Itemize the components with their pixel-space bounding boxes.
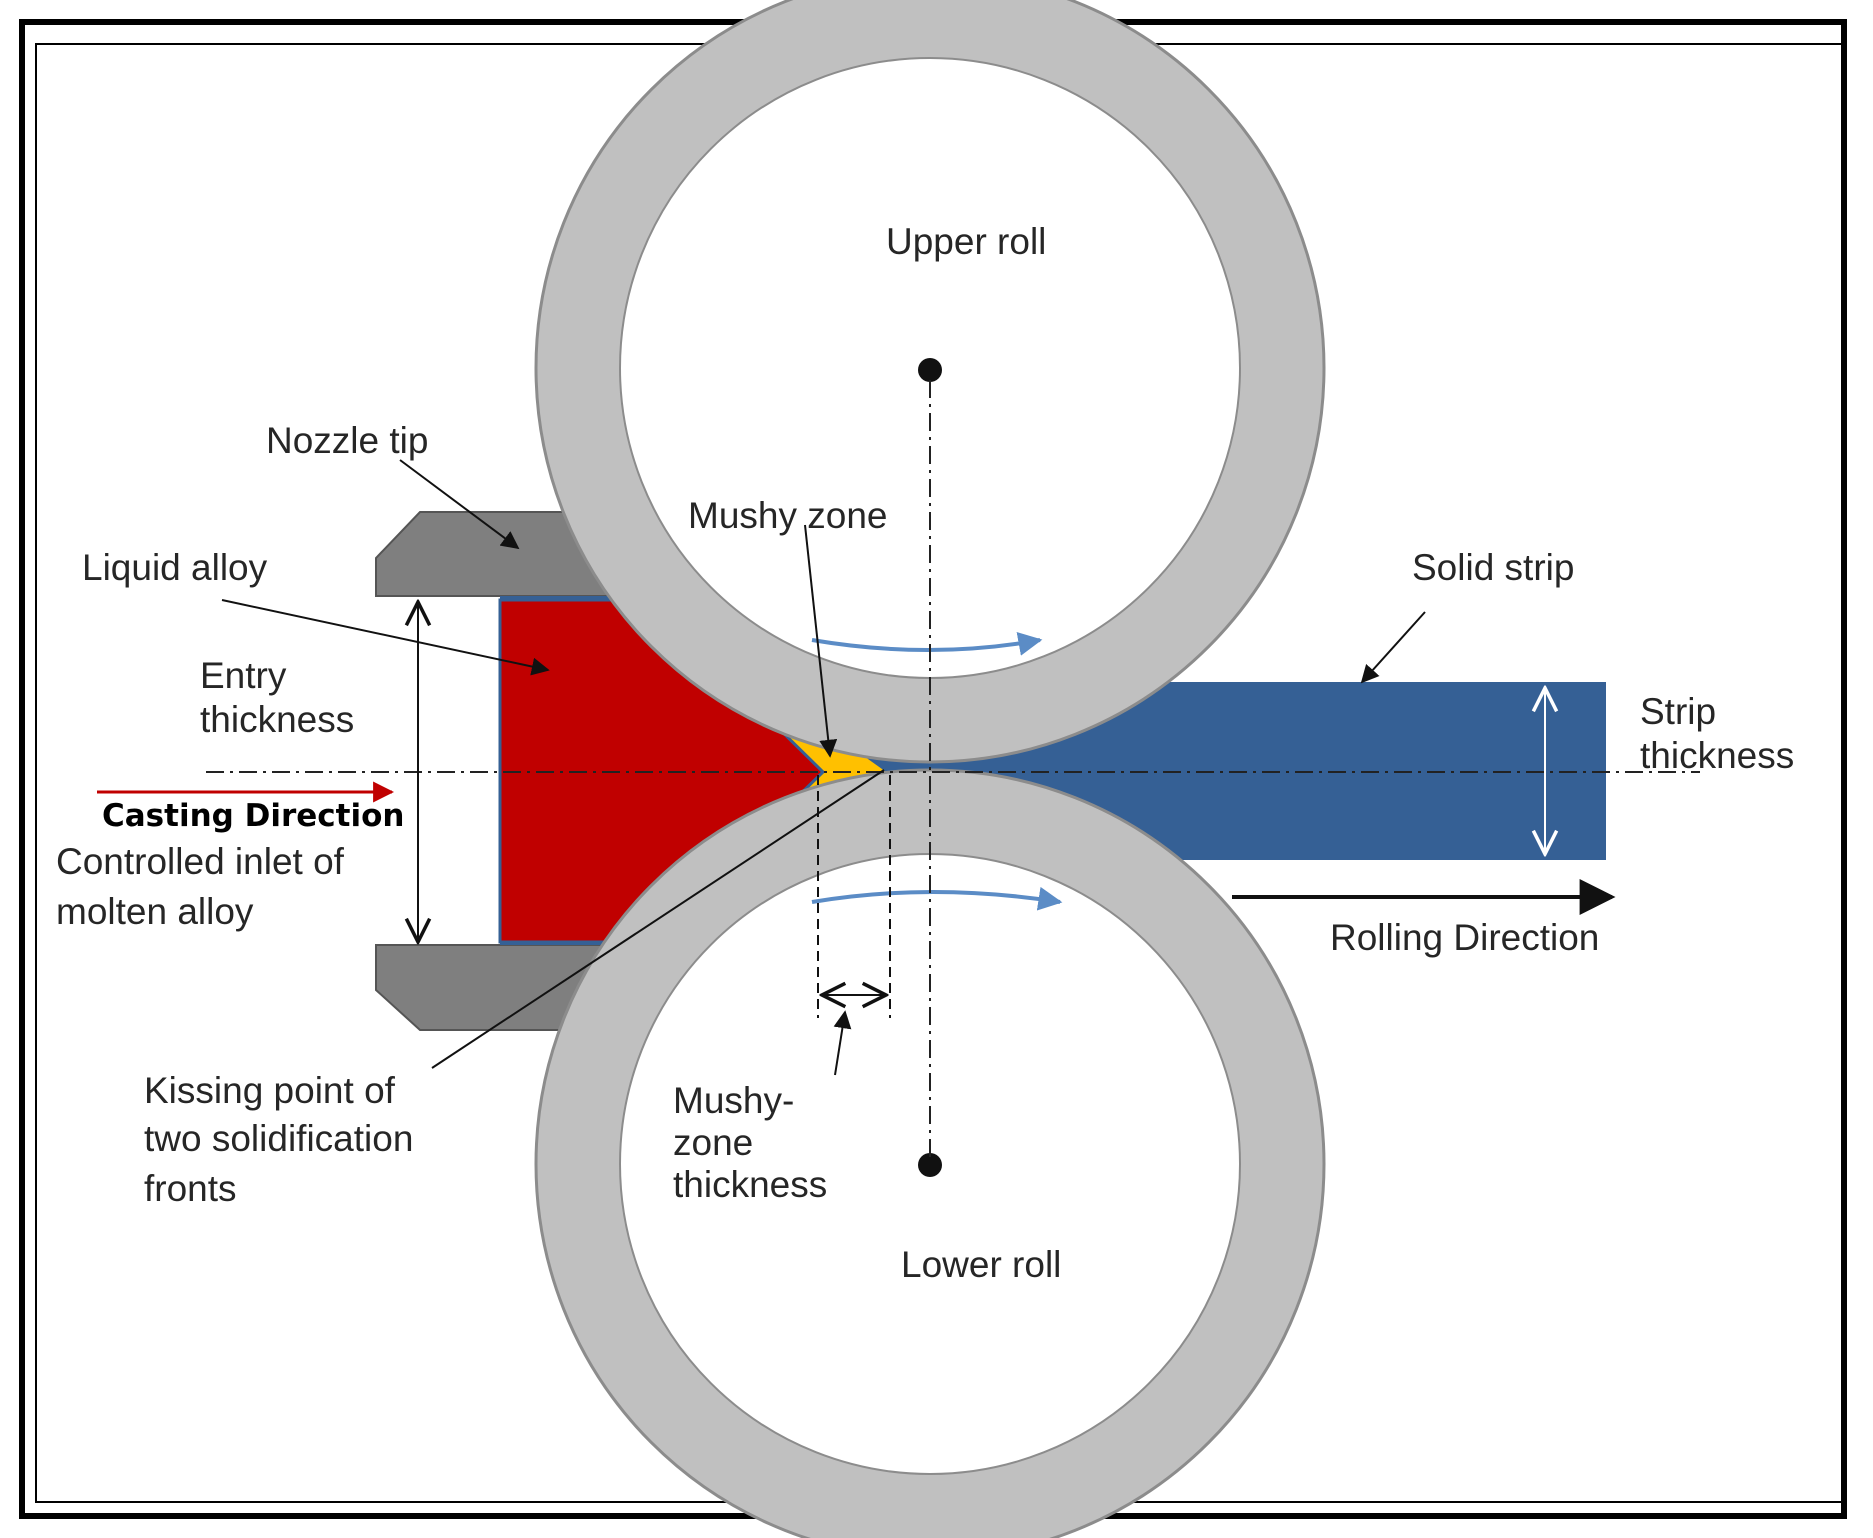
upper-roll-label: Upper roll (886, 221, 1046, 262)
lower-roll-label: Lower roll (901, 1244, 1061, 1285)
strip-thickness-label: Strip thickness (1640, 691, 1794, 776)
entry-thickness-line-1: Entry (200, 655, 287, 696)
mushy-zone-thickness-label: Mushy- zone thickness (673, 1080, 827, 1205)
nozzle-tip-label: Nozzle tip (266, 420, 428, 461)
mushy-zone-thickness-line-1: Mushy- (673, 1080, 794, 1121)
strip-thickness-line-2: thickness (1640, 735, 1794, 776)
liquid-alloy-leader (221, 599, 550, 676)
upper-roll-center (918, 358, 942, 382)
lower-roll-rotation-arrow (811, 886, 1063, 911)
mushy-thickness-leader (833, 1010, 852, 1076)
mushy-zone-label: Mushy zone (688, 495, 888, 536)
entry-thickness-line-2: thickness (200, 699, 354, 740)
solid-strip-label: Solid strip (1412, 547, 1574, 588)
entry-thickness-label: Entry thickness (200, 655, 354, 740)
kissing-point-leader (431, 769, 885, 1069)
upper-roll-outline (534, 0, 1326, 764)
kissing-point-line-1: Kissing point of (144, 1070, 396, 1111)
kissing-point-label: Kissing point of two solidification fron… (144, 1070, 424, 1209)
mushy-zone-leader (804, 524, 838, 758)
upper-roll-rotation-arrow (811, 632, 1043, 656)
lower-roll-center (918, 1153, 942, 1177)
liquid-alloy-label: Liquid alloy (82, 547, 268, 588)
kissing-point-line-2: two solidification (144, 1118, 413, 1159)
kissing-point-line-3: fronts (144, 1168, 237, 1209)
mushy-zone-thickness-line-3: thickness (673, 1164, 827, 1205)
casting-direction-label: Casting Direction (102, 798, 404, 834)
mushy-zone-thickness-line-2: zone (673, 1122, 753, 1163)
strip-thickness-line-1: Strip (1640, 691, 1716, 732)
nozzle-tip-leader (399, 459, 520, 550)
rolling-direction-label: Rolling Direction (1330, 917, 1599, 958)
controlled-inlet-label: Controlled inlet of molten alloy (56, 841, 354, 932)
solid-strip-leader (1360, 611, 1426, 684)
controlled-inlet-line-1: Controlled inlet of (56, 841, 345, 882)
controlled-inlet-line-2: molten alloy (56, 891, 254, 932)
